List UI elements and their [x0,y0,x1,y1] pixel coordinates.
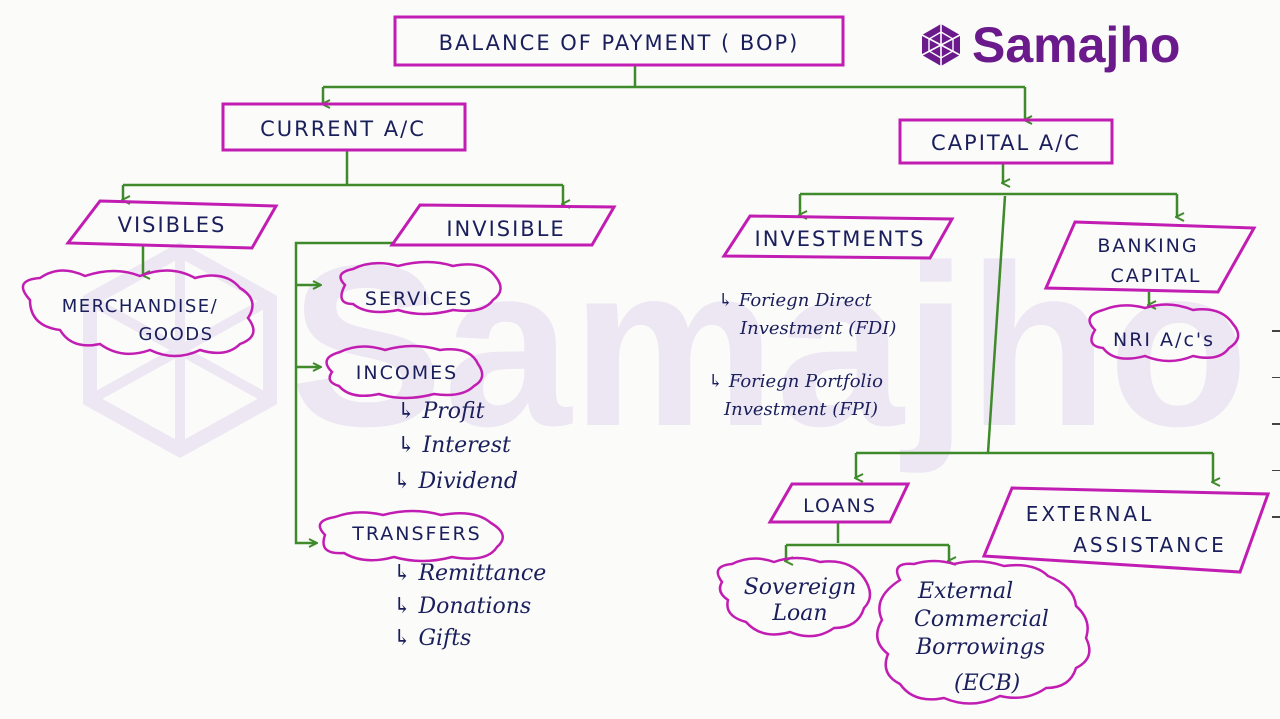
investments-box [721,214,955,260]
transfers-item: ↳ Donations [393,594,531,619]
fpi-line2: Investment (FPI) [723,399,878,420]
ecb-line1: External [917,579,1013,604]
root-box [393,15,845,67]
merchandise-label-line2: GOODS [138,324,213,345]
nri-cloud [1088,303,1240,363]
services-label: SERVICES [365,288,473,310]
fpi-line1: ↳ Foriegn Portfolio [708,371,883,392]
investments-label: INVESTMENTS [755,227,926,251]
incomes-item: ↳ Interest [397,433,511,458]
incomes-item: ↳ Profit [397,399,485,424]
incomes-node: INCOMES [325,344,484,400]
nri-label: NRI A/c's [1113,329,1215,351]
visibles-node: VISIBLES [65,199,279,250]
ecb-cloud [875,559,1091,705]
fdi-line2: Investment (FDI) [739,318,896,339]
sovereign-loan-node: Sovereign Loan [716,556,872,638]
nri-node: NRI A/c's [1088,303,1240,363]
incomes-label: INCOMES [356,362,459,384]
incomes-cloud [325,344,484,400]
visibles-label: VISIBLES [118,213,227,237]
sovereign-loan-line2: Loan [771,601,827,626]
invisible-node: INVISIBLE [389,203,617,247]
external-assistance-node: EXTERNAL ASSISTANCE [981,486,1271,574]
capital-account-box [898,118,1114,165]
watermark-text: Samajho [290,217,1249,474]
loans-box [767,482,911,524]
ecb-line4: (ECB) [954,671,1020,696]
services-cloud [339,260,502,316]
capital-account-node: CAPITAL A/C [898,118,1114,165]
edge-ticks [1272,330,1280,563]
transfers-item: ↳ Remittance [393,561,546,586]
capital-account-label: CAPITAL A/C [931,131,1081,155]
root-node: BALANCE OF PAYMENT ( BOP) [393,15,845,67]
transfers-list: ↳ Remittance ↳ Donations ↳ Gifts [393,561,546,651]
current-account-node: CURRENT A/C [221,102,467,152]
banking-capital-box [1043,220,1257,294]
current-account-box [221,102,467,152]
external-assistance-label-line1: EXTERNAL [1026,502,1155,526]
investments-node: INVESTMENTS [721,214,955,260]
brand-gem-icon [921,24,961,66]
incomes-list: ↳ Profit ↳ Interest ↳ Dividend [393,399,518,494]
watermark: Samajho [83,217,1249,474]
visibles-box [65,199,279,250]
external-assistance-box [981,486,1271,574]
external-assistance-label-line2: ASSISTANCE [1073,533,1227,557]
current-account-label: CURRENT A/C [260,117,426,141]
loans-node: LOANS [767,482,911,524]
brand-name: Samajho [972,17,1181,73]
sovereign-loan-line1: Sovereign [744,575,857,600]
invisible-box [389,203,617,247]
transfers-cloud [318,509,504,563]
brand-logo: Samajho [918,16,1180,74]
loans-label: LOANS [803,495,877,517]
ecb-line3: Borrowings [915,635,1045,660]
transfers-node: TRANSFERS [318,509,504,563]
merchandise-label-line1: MERCHANDISE/ [62,296,218,317]
ecb-node: External Commercial Borrowings (ECB) [875,559,1091,705]
root-label: BALANCE OF PAYMENT ( BOP) [439,31,800,55]
fdi-line1: ↳ Foriegn Direct [718,290,873,311]
transfers-item: ↳ Gifts [393,626,471,651]
connectors [123,66,1213,561]
banking-capital-node: BANKING CAPITAL [1043,220,1257,294]
incomes-item: ↳ Dividend [393,469,518,494]
ecb-line2: Commercial [914,607,1049,632]
sovereign-loan-cloud [716,556,872,638]
merchandise-cloud [21,269,255,358]
investments-list: ↳ Foriegn Direct Investment (FDI) ↳ Fori… [708,290,896,420]
merchandise-node: MERCHANDISE/ GOODS [21,269,255,358]
banking-capital-label-line2: CAPITAL [1110,265,1201,287]
services-node: SERVICES [339,260,502,316]
banking-capital-label-line1: BANKING [1097,235,1198,257]
invisible-label: INVISIBLE [446,217,565,241]
transfers-label: TRANSFERS [351,523,482,545]
